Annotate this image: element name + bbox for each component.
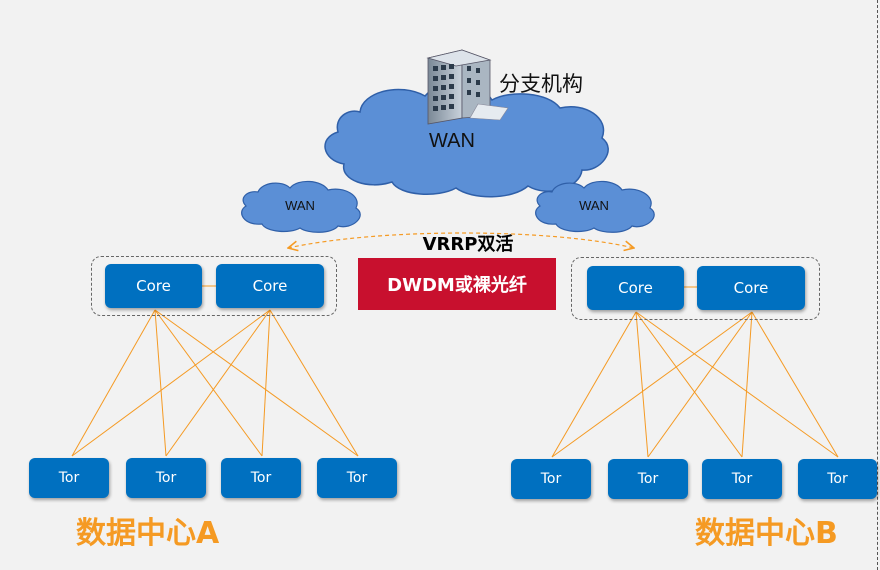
dc-b-tor-2[interactable]: Tor xyxy=(608,459,688,499)
dc-a-tor-3[interactable]: Tor xyxy=(221,458,301,498)
slide-edge-divider xyxy=(877,0,878,570)
dc-b-tor-3-label: Tor xyxy=(731,471,753,487)
dc-a-core-1-label: Core xyxy=(136,277,171,295)
wan-left-cloud xyxy=(241,180,361,233)
dc-a-tor-4[interactable]: Tor xyxy=(317,458,397,498)
dc-b-links xyxy=(551,311,839,458)
vrrp-label: VRRP双活 xyxy=(422,234,514,255)
dc-a-tor-2[interactable]: Tor xyxy=(126,458,206,498)
dc-b-core-2[interactable]: Core xyxy=(697,266,805,310)
dc-a-links xyxy=(71,309,359,457)
dc-b-tor-3[interactable]: Tor xyxy=(702,459,782,499)
dc-a-core-2-label: Core xyxy=(252,277,288,295)
dc-b-tor-2-label: Tor xyxy=(637,471,659,487)
vrrp-link-arrow xyxy=(288,232,634,248)
dc-b-core-2-label: Core xyxy=(733,279,769,297)
dc-b-tor-4[interactable]: Tor xyxy=(798,459,877,499)
office-building-icon xyxy=(426,49,509,125)
dc-a-tor-3-label: Tor xyxy=(250,470,272,486)
dc-a-core-1[interactable]: Core xyxy=(105,264,202,308)
dwdm-link-box: DWDM或裸光纤 xyxy=(358,258,556,310)
dc-a-core-group xyxy=(91,256,337,316)
dc-b-tor-1[interactable]: Tor xyxy=(511,459,591,499)
dc-b-label: 数据中心B xyxy=(695,516,838,551)
dc-a-tor-2-label: Tor xyxy=(155,470,177,486)
dwdm-label: DWDM或裸光纤 xyxy=(387,275,527,296)
dc-b-core-group xyxy=(571,257,820,320)
wan-main-label: WAN xyxy=(429,130,475,152)
dc-a-tor-1[interactable]: Tor xyxy=(29,458,109,498)
wan-right-label: WAN xyxy=(579,198,609,213)
dc-a-core-2[interactable]: Core xyxy=(216,264,324,308)
dc-a-label: 数据中心A xyxy=(76,516,220,551)
dc-b-tor-1-label: Tor xyxy=(540,471,562,487)
dc-b-core-1[interactable]: Core xyxy=(587,266,684,310)
dc-b-core-1-label: Core xyxy=(618,279,653,297)
wan-left-label: WAN xyxy=(285,198,315,213)
dc-a-tor-1-label: Tor xyxy=(58,470,80,486)
dc-b-tor-4-label: Tor xyxy=(827,471,848,487)
branch-office-label: 分支机构 xyxy=(499,72,583,96)
wan-right-cloud xyxy=(535,180,655,233)
dc-a-tor-4-label: Tor xyxy=(346,470,368,486)
